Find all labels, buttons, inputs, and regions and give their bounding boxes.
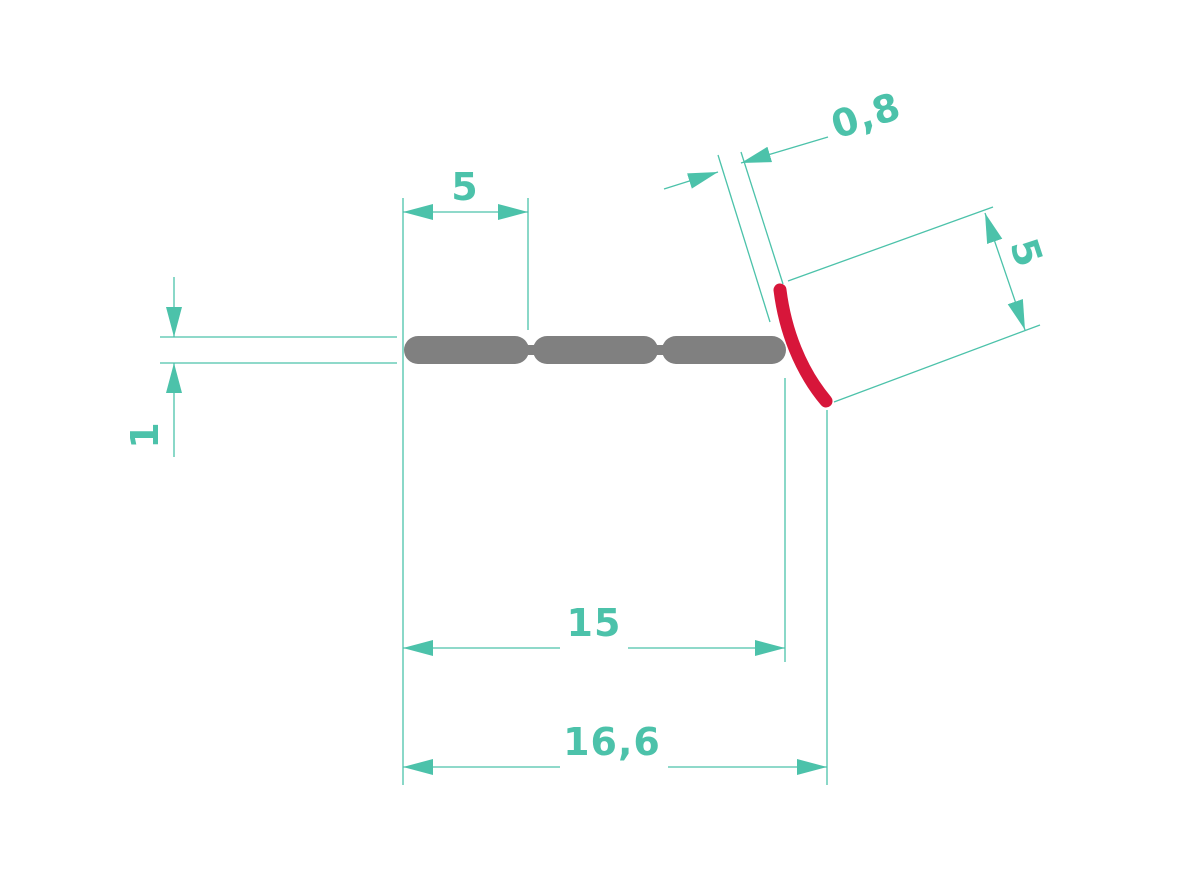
dim-line-lip-thickness-left xyxy=(663,171,719,190)
dimension-labels: 5 15 16,6 1 0,8 5 xyxy=(123,84,1052,764)
body-joint-2 xyxy=(650,345,670,355)
body-segment-1 xyxy=(404,336,529,364)
label-total-width: 16,6 xyxy=(563,720,661,764)
body-segment-2 xyxy=(533,336,658,364)
profile-body xyxy=(404,336,786,364)
ext-lip-outer xyxy=(717,154,771,323)
label-overall-width: 15 xyxy=(567,601,622,645)
dimension-lines xyxy=(166,136,1026,775)
ext-lip-top xyxy=(787,206,994,282)
body-joint-1 xyxy=(520,345,540,355)
label-thickness: 1 xyxy=(123,421,167,448)
profile-sealing-lip xyxy=(773,283,833,408)
body-segment-3 xyxy=(662,336,786,364)
dim-line-lip-thickness-right xyxy=(740,136,829,164)
label-segment-width: 5 xyxy=(451,165,478,209)
label-lip-thickness: 0,8 xyxy=(826,84,906,148)
ext-lip-inner xyxy=(740,151,784,285)
label-lip-length: 5 xyxy=(1001,233,1051,273)
extension-lines xyxy=(160,151,1041,785)
ext-lip-bottom xyxy=(833,324,1041,403)
dim-line-lip-length xyxy=(984,212,1026,331)
